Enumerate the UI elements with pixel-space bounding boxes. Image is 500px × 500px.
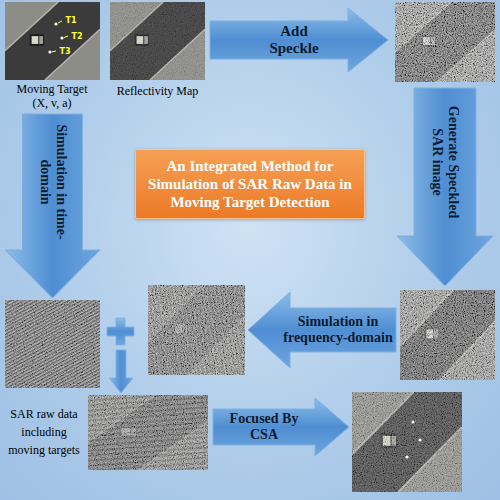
raw-data-image (5, 300, 100, 388)
scene-image (54, 22, 57, 25)
speckled-sar-image (400, 290, 495, 380)
raw-data-image (5, 300, 100, 388)
scene-image (48, 50, 51, 53)
arrow-label: Generate Speckled SAR image (429, 92, 461, 232)
image-caption: Reflectivity Map (105, 84, 210, 98)
speckle-image (395, 2, 495, 82)
text-block: Add Speckle (259, 23, 329, 58)
arrow-shape (5, 114, 100, 298)
raw-data-image (148, 285, 245, 375)
target-label: T2 (70, 32, 84, 42)
target-label: T3 (58, 47, 72, 57)
plus-symbol (107, 318, 134, 345)
image-caption: SAR raw data including moving targets (3, 405, 85, 459)
arrow-outline (210, 8, 388, 72)
text-block: Focused By CSA (229, 411, 299, 443)
raw-data-image (88, 395, 208, 470)
text-block: An Integrated Method for Simulation of S… (136, 150, 364, 218)
focused-image (405, 455, 408, 458)
reflectivity-image (110, 2, 205, 80)
flow-arrow: Simulation in frequency-domain (248, 292, 396, 368)
arrow-label: Add Speckle (259, 23, 329, 58)
arrow-label: Simulation in frequency-domain (279, 314, 397, 346)
scene-image (60, 36, 63, 39)
arrow-outline (213, 398, 349, 456)
title-text: An Integrated Method for Simulation of S… (144, 157, 356, 211)
text-block: Simulation in time-domain (36, 117, 68, 247)
arrow-shape (213, 398, 349, 456)
image-caption: Moving Target (X, v, a) (10, 82, 94, 111)
target-label: T1 (64, 16, 78, 26)
focused-image (352, 392, 462, 492)
arrow-outline (5, 114, 100, 298)
text-block: Generate Speckled SAR image (429, 92, 461, 232)
scene-image (5, 2, 100, 80)
title-box: An Integrated Method for Simulation of S… (135, 149, 365, 219)
focused-image (352, 392, 462, 492)
flow-arrow: Generate Speckled SAR image (397, 88, 493, 286)
scene-image (52, 51, 56, 53)
speckled-sar-image (400, 290, 495, 380)
raw-data-image (88, 395, 208, 470)
raw-data-image (88, 395, 208, 470)
arrow-outline (397, 88, 493, 286)
scene-image (5, 2, 100, 80)
speckled-sar-image (400, 290, 495, 380)
reflectivity-image (110, 2, 205, 80)
raw-data-image (148, 285, 245, 375)
raw-data-image (148, 285, 245, 375)
reflectivity-image (110, 2, 205, 80)
arrow-label: Simulation in time-domain (36, 117, 68, 247)
speckle-image (395, 2, 495, 82)
focused-image (411, 420, 414, 423)
flow-arrow: Add Speckle (210, 8, 388, 72)
arrow-outline (248, 292, 396, 368)
raw-data-image (88, 395, 208, 470)
raw-data-image (5, 300, 100, 388)
speckle-image (395, 2, 495, 82)
small-arrow (109, 350, 133, 393)
arrow-label: Focused By CSA (229, 411, 299, 443)
focused-image (418, 438, 421, 441)
flow-arrow: Focused By CSA (213, 398, 349, 456)
scene-image (58, 21, 62, 23)
text-block: Simulation in frequency-domain (279, 314, 397, 346)
focused-image (352, 392, 462, 492)
raw-data-image (148, 285, 245, 375)
flow-arrow: Simulation in time-domain (5, 114, 100, 298)
scene-image (64, 36, 68, 38)
